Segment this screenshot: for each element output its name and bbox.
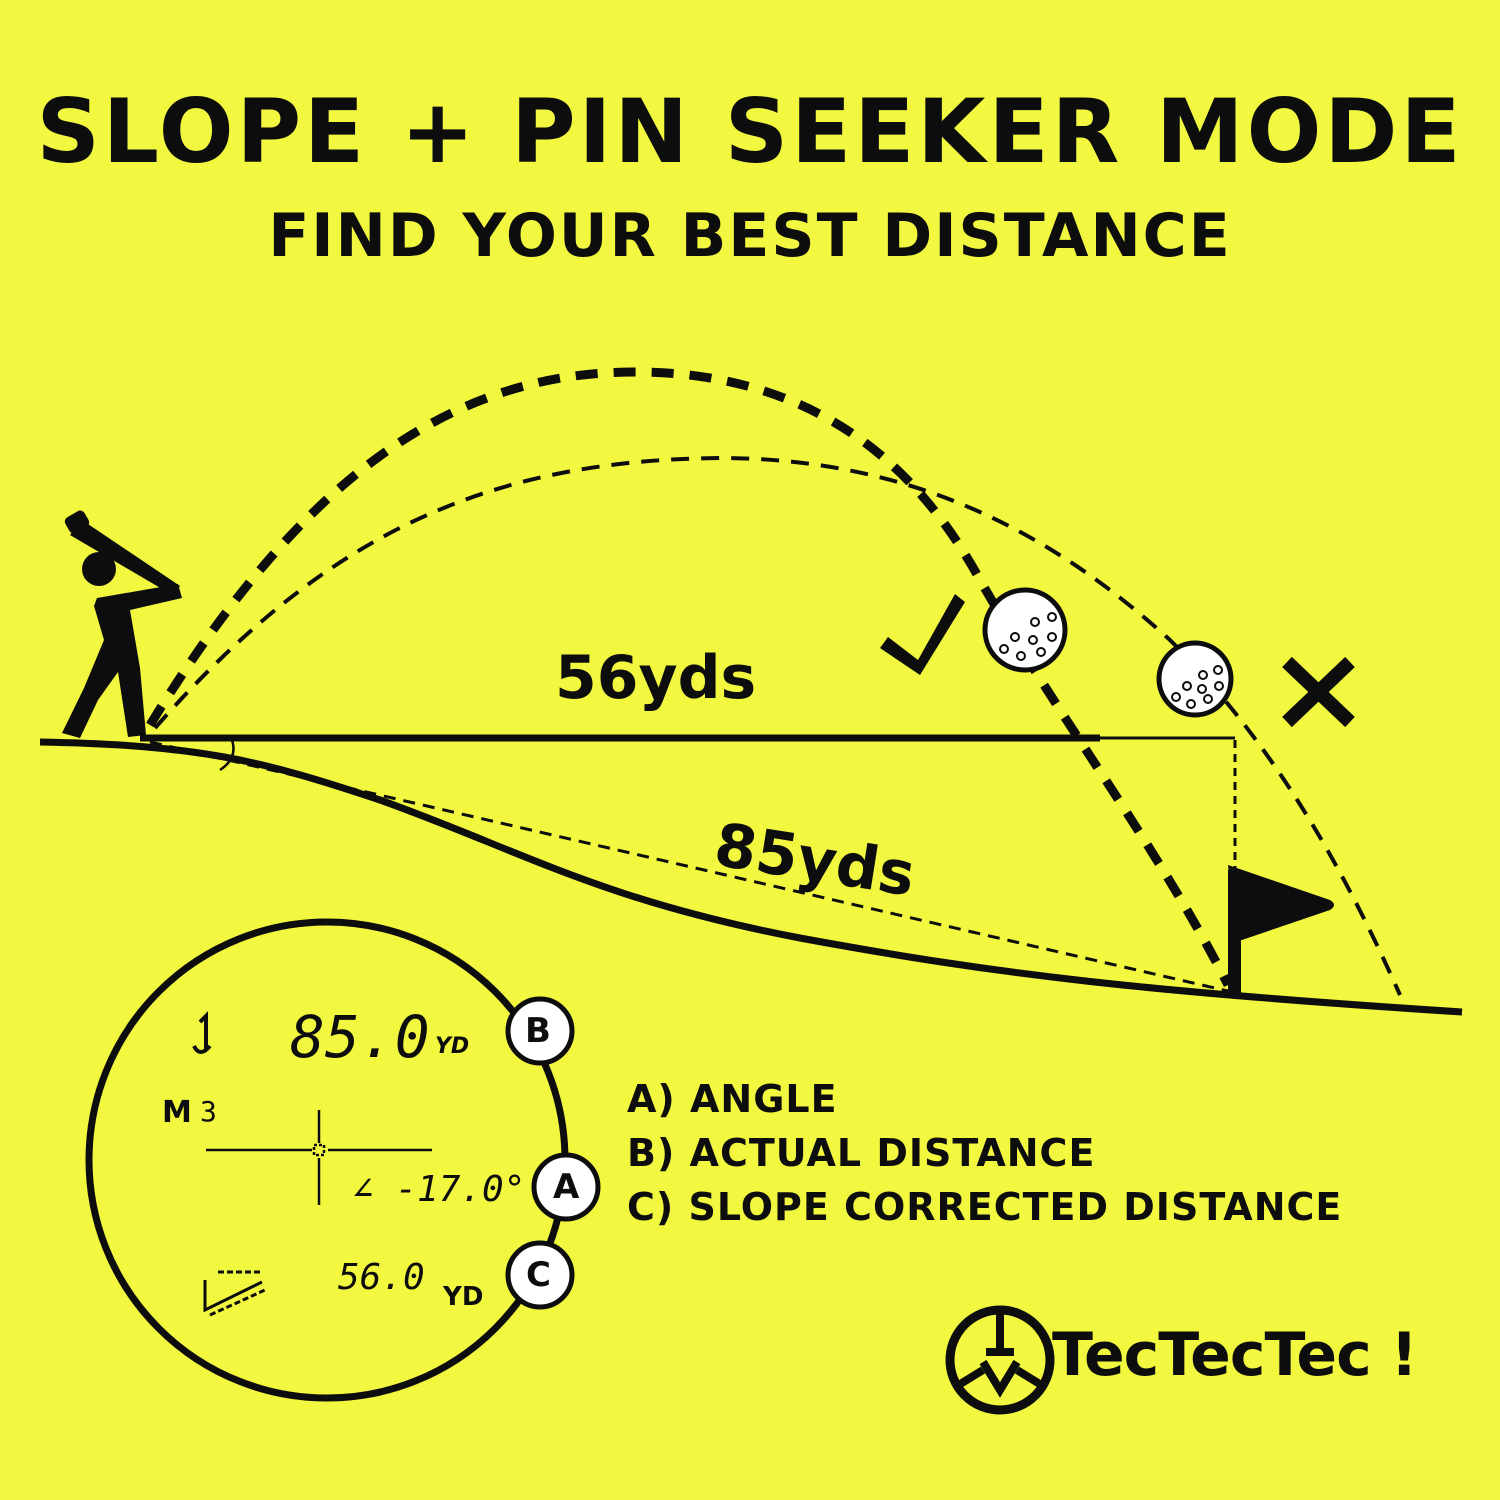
cross-icon (1282, 656, 1355, 728)
angle-readout: ∠ -17.0° (352, 1169, 526, 1210)
angle-arc (219, 739, 235, 772)
mode-number: 3 (200, 1095, 217, 1128)
page-title: SLOPE + PIN SEEKER MODE (36, 80, 1464, 183)
badge-c-label: C (526, 1255, 551, 1295)
mode-label: M (162, 1095, 192, 1130)
ground-slope-line (39, 738, 1463, 1016)
horizontal-distance-label: 56yds (555, 643, 757, 713)
badge-a (531, 1152, 601, 1222)
crosshair-icon (206, 1110, 432, 1205)
badge-b (505, 996, 575, 1066)
badge-c (505, 1240, 575, 1310)
golfer-icon (62, 510, 182, 738)
line-of-sight (149, 740, 1233, 994)
high-trajectory (146, 367, 1233, 988)
golf-ball-icon (982, 587, 1068, 673)
low-trajectory (153, 455, 1402, 996)
slope-icon (203, 1270, 266, 1317)
legend: A) ANGLE B) ACTUAL DISTANCE C) SLOPE COR… (627, 1072, 1342, 1234)
golf-ball-icon (1156, 640, 1234, 718)
page-subtitle: FIND YOUR BEST DISTANCE (268, 201, 1232, 271)
pin-seeker-icon (192, 1011, 212, 1054)
actual-distance-readout: 85.0 (290, 1003, 430, 1071)
badge-a-label: A (553, 1167, 580, 1207)
legend-item-slope-distance: C) SLOPE CORRECTED DISTANCE (627, 1185, 1343, 1229)
legend-item-actual-distance: B) ACTUAL DISTANCE (627, 1131, 1096, 1175)
brand-name: TecTecTec ! (1052, 1320, 1418, 1390)
rangefinder-viewfinder (85, 918, 569, 1402)
slope-distance-unit: YD (443, 1282, 484, 1312)
check-icon (880, 594, 965, 675)
legend-item-angle: A) ANGLE (627, 1077, 838, 1121)
tectectec-logo-icon (945, 1305, 1055, 1415)
flag-icon (1228, 865, 1334, 998)
badge-b-label: B (525, 1011, 551, 1051)
actual-distance-unit: YD (435, 1034, 470, 1059)
slope-distance-readout: 56.0 (338, 1257, 425, 1298)
